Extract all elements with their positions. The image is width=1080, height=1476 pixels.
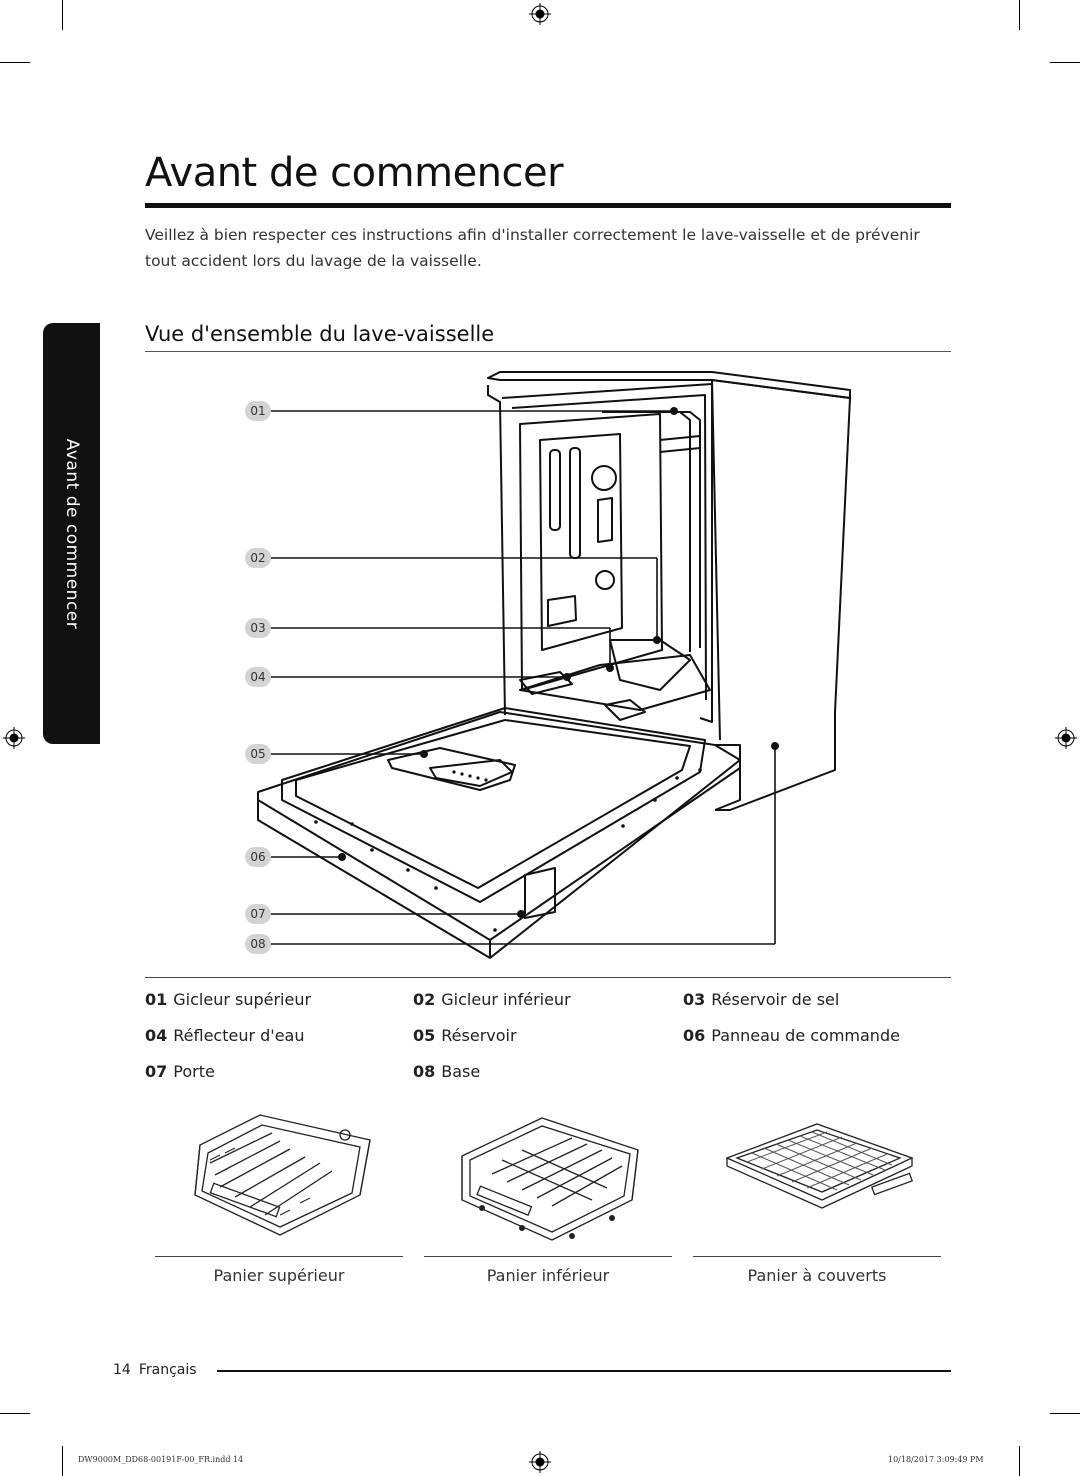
footer-rule: [217, 1370, 951, 1372]
legend-number: 08: [413, 1062, 436, 1081]
section-rule: [145, 351, 951, 352]
basket-caption: Panier à couverts: [747, 1266, 887, 1285]
page-footer: 14 Français: [113, 1362, 197, 1378]
cutlery-basket-illustration: [725, 1123, 914, 1209]
legend-item: 02 Gicleur inférieur: [413, 990, 571, 1009]
legend-item: 06 Panneau de commande: [683, 1026, 900, 1045]
basket-rule: [424, 1256, 672, 1257]
legend-label: Réservoir: [441, 1026, 517, 1045]
legend-label: Réservoir de sel: [711, 990, 840, 1009]
print-slug-left: DW9000M_DD68-00191F-00_FR.indd 14: [78, 1455, 244, 1464]
legend-item: 08 Base: [413, 1062, 480, 1081]
callout-badge: 05: [245, 744, 271, 764]
basket-caption: Panier inférieur: [486, 1266, 610, 1285]
crop-mark: [62, 1446, 63, 1476]
legend-label: Base: [441, 1062, 481, 1081]
crop-mark: [62, 0, 63, 30]
callout-badge: 02: [245, 548, 271, 568]
legend-number: 01: [145, 990, 168, 1009]
print-slug-right: 10/18/2017 3:09:49 PM: [888, 1455, 984, 1464]
legend-number: 06: [683, 1026, 706, 1045]
legend-label: Gicleur supérieur: [173, 990, 312, 1009]
legend-number: 07: [145, 1062, 168, 1081]
crop-mark: [1050, 62, 1080, 63]
registration-mark-icon: [529, 1451, 551, 1473]
legend-label: Porte: [173, 1062, 215, 1081]
crop-mark: [1019, 1446, 1020, 1476]
legend-item: 07 Porte: [145, 1062, 215, 1081]
footer-language: Français: [138, 1362, 197, 1378]
legend-label: Panneau de commande: [711, 1026, 900, 1045]
page-title: Avant de commencer: [145, 150, 564, 196]
side-chapter-tab-label: Avant de commencer: [61, 438, 82, 629]
basket-rule: [155, 1256, 403, 1257]
section-title: Vue d'ensemble du lave-vaisselle: [145, 322, 495, 346]
crop-mark: [1019, 0, 1020, 30]
registration-mark-icon: [3, 727, 25, 749]
title-rule: [145, 203, 951, 208]
registration-mark-icon: [529, 3, 551, 25]
callout-badge: 01: [245, 401, 271, 421]
page-number: 14: [113, 1362, 131, 1378]
legend-label: Gicleur inférieur: [441, 990, 571, 1009]
callout-badge: 08: [245, 934, 271, 954]
legend-item: 05 Réservoir: [413, 1026, 517, 1045]
basket-rule: [693, 1256, 941, 1257]
legend-number: 05: [413, 1026, 436, 1045]
registration-mark-icon: [1055, 727, 1077, 749]
side-chapter-tab: Avant de commencer: [43, 323, 100, 744]
callout-badge: 06: [245, 847, 271, 867]
crop-mark: [0, 1413, 30, 1414]
legend-number: 03: [683, 990, 706, 1009]
intro-paragraph: Veillez à bien respecter ces instruction…: [145, 226, 920, 270]
legend-item: 01 Gicleur supérieur: [145, 990, 311, 1009]
callout-badge: 04: [245, 667, 271, 687]
callout-badge: 07: [245, 904, 271, 924]
lower-basket-illustration: [461, 1117, 639, 1241]
legend-label: Réflecteur d'eau: [173, 1026, 305, 1045]
legend-rule: [145, 977, 951, 978]
legend-item: 04 Réflecteur d'eau: [145, 1026, 305, 1045]
dishwasher-diagram: [257, 371, 851, 959]
legend-number: 04: [145, 1026, 168, 1045]
crop-mark: [0, 62, 30, 63]
crop-mark: [1050, 1413, 1080, 1414]
legend-item: 03 Réservoir de sel: [683, 990, 839, 1009]
callout-badge: 03: [245, 618, 271, 638]
legend-number: 02: [413, 990, 436, 1009]
upper-basket-illustration: [194, 1114, 371, 1236]
basket-caption: Panier supérieur: [213, 1266, 345, 1285]
